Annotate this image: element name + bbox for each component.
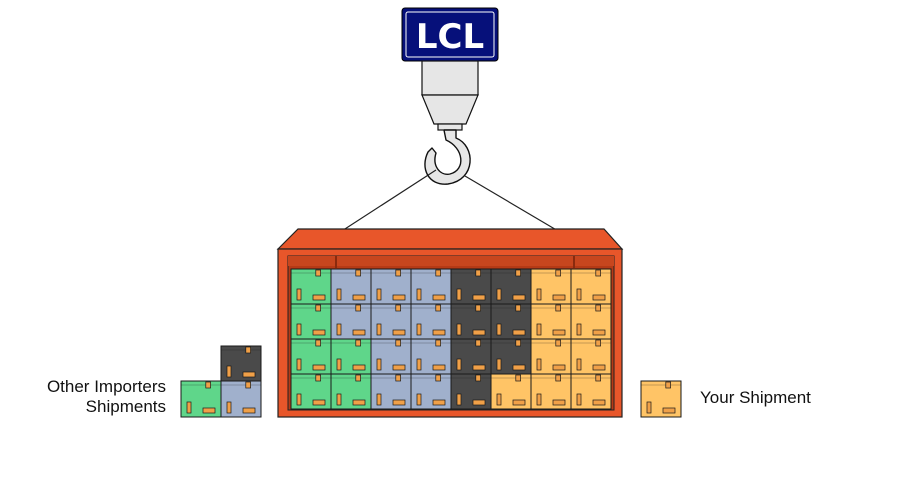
other-importers-label-line1: Other Importers bbox=[46, 377, 166, 396]
cargo-box bbox=[220, 345, 262, 382]
cargo-box bbox=[450, 338, 492, 375]
cargo-box bbox=[490, 268, 532, 305]
cargo-box bbox=[570, 268, 612, 305]
lcl-badge: LCL bbox=[401, 7, 499, 62]
crane-hook-icon bbox=[421, 60, 479, 185]
cargo-box bbox=[570, 338, 612, 375]
cargo-box bbox=[530, 268, 572, 305]
cargo-box bbox=[450, 373, 492, 410]
cargo-box bbox=[450, 303, 492, 340]
your-shipment-box bbox=[640, 380, 682, 418]
cargo-box bbox=[570, 373, 612, 410]
cargo-box bbox=[410, 373, 452, 410]
your-shipment-label: Your Shipment bbox=[700, 388, 811, 407]
cargo-box bbox=[330, 338, 372, 375]
cargo-box bbox=[570, 303, 612, 340]
cargo-box bbox=[220, 380, 262, 418]
other-importers-label: Other Importers Shipments bbox=[0, 377, 166, 417]
cargo-box bbox=[490, 338, 532, 375]
cargo-box bbox=[290, 303, 332, 340]
cargo-box bbox=[370, 303, 412, 340]
sling-cables bbox=[330, 169, 571, 239]
cargo-box bbox=[330, 373, 372, 410]
cargo-box bbox=[370, 338, 412, 375]
container-cargo-grid bbox=[290, 268, 612, 410]
cargo-box bbox=[530, 303, 572, 340]
cargo-box bbox=[410, 303, 452, 340]
cargo-box bbox=[290, 338, 332, 375]
other-importers-label-line2: Shipments bbox=[85, 397, 166, 416]
cargo-box bbox=[180, 380, 222, 418]
cargo-box bbox=[410, 338, 452, 375]
lcl-badge-text: LCL bbox=[416, 17, 484, 57]
cargo-box bbox=[490, 373, 532, 410]
cargo-box bbox=[530, 373, 572, 410]
cargo-box bbox=[490, 303, 532, 340]
cargo-box bbox=[640, 380, 682, 418]
shipping-container bbox=[276, 228, 624, 418]
cargo-box bbox=[410, 268, 452, 305]
cargo-box bbox=[330, 268, 372, 305]
cargo-box bbox=[370, 373, 412, 410]
cargo-box bbox=[530, 338, 572, 375]
other-importers-boxes bbox=[180, 345, 262, 418]
cargo-box bbox=[370, 268, 412, 305]
cargo-box bbox=[290, 373, 332, 410]
cargo-box bbox=[330, 303, 372, 340]
cargo-box bbox=[290, 268, 332, 305]
cargo-box bbox=[450, 268, 492, 305]
